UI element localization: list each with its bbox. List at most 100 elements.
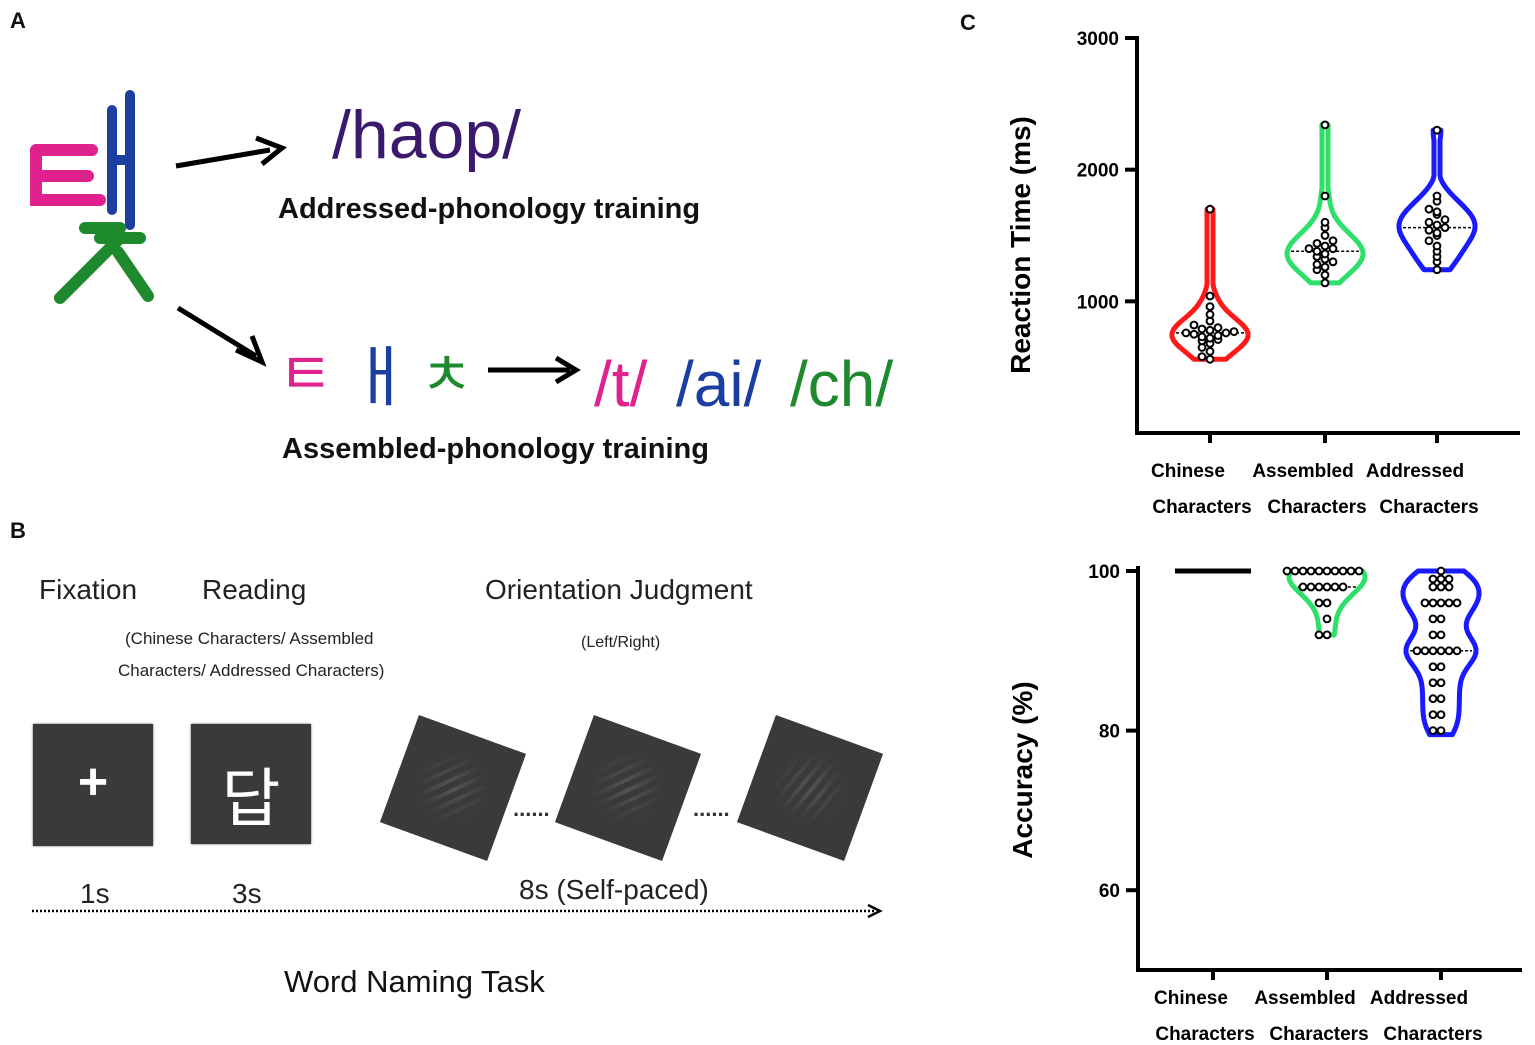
rt-point-1-8 bbox=[1320, 249, 1330, 259]
acc-point-2-10 bbox=[1420, 598, 1430, 608]
rt-ytick-label-2000: 2000 bbox=[1077, 161, 1119, 182]
addressed-phonology-text: /haop/ bbox=[332, 97, 521, 173]
phoneme-t: /t/ bbox=[594, 348, 648, 420]
acc-point-1-9 bbox=[1282, 566, 1292, 576]
gabor-patch-3 bbox=[725, 705, 895, 873]
rt-point-1-0 bbox=[1320, 278, 1330, 288]
acc-point-2-14 bbox=[1436, 630, 1446, 640]
acc-point-2-2 bbox=[1428, 574, 1438, 584]
acc-xtick-label-2-line2: Characters bbox=[1383, 1024, 1482, 1045]
rt-point-0-22 bbox=[1205, 204, 1215, 214]
acc-point-1-2 bbox=[1330, 566, 1340, 576]
acc-point-1-5 bbox=[1298, 566, 1308, 576]
acc-point-2-7 bbox=[1436, 598, 1446, 608]
acc-point-1-19 bbox=[1322, 630, 1332, 640]
jamo-ae: ㅐ bbox=[350, 339, 411, 416]
rt-point-2-17 bbox=[1432, 191, 1442, 201]
acc-point-2-29 bbox=[1428, 710, 1438, 720]
rt-point-2-12 bbox=[1440, 215, 1450, 225]
rt-point-2-15 bbox=[1424, 204, 1434, 214]
rt-ytick-label-3000: 3000 bbox=[1077, 29, 1119, 50]
rt-point-1-10 bbox=[1328, 244, 1338, 254]
acc-point-2-0 bbox=[1436, 566, 1446, 576]
acc-point-1-6 bbox=[1346, 566, 1356, 576]
acc-point-1-4 bbox=[1338, 566, 1348, 576]
acc-point-2-16 bbox=[1436, 646, 1446, 656]
acc-point-2-25 bbox=[1428, 678, 1438, 688]
gabor-patch-2 bbox=[548, 708, 708, 868]
rt-point-1-17 bbox=[1320, 217, 1330, 227]
acc-point-1-1 bbox=[1314, 566, 1324, 576]
rt-point-1-4 bbox=[1312, 260, 1322, 269]
acc-point-2-26 bbox=[1436, 694, 1446, 704]
rt-point-0-20 bbox=[1205, 302, 1215, 312]
addressed-caption: Addressed-phonology training bbox=[278, 193, 700, 225]
acc-ytick-label-80: 80 bbox=[1099, 722, 1120, 743]
fixation-cross: + bbox=[77, 753, 109, 811]
rt-xtick-label-0-line2: Characters bbox=[1152, 497, 1251, 518]
rt-point-1-5 bbox=[1328, 257, 1338, 267]
rt-point-0-11 bbox=[1221, 328, 1231, 338]
acc-point-1-16 bbox=[1322, 598, 1332, 608]
acc-point-1-13 bbox=[1306, 582, 1316, 592]
rt-point-2-7 bbox=[1432, 228, 1442, 238]
rt-ytick-label-1000: 1000 bbox=[1077, 292, 1119, 313]
acc-point-2-12 bbox=[1436, 614, 1446, 624]
task-caption: Word Naming Task bbox=[284, 964, 545, 999]
acc-point-2-23 bbox=[1428, 662, 1438, 672]
acc-ytick-label-100: 100 bbox=[1088, 562, 1120, 583]
rt-point-0-15 bbox=[1197, 324, 1207, 334]
gabor-sequence: ...... ...... bbox=[373, 705, 895, 873]
rt-point-1-9 bbox=[1312, 246, 1322, 256]
acc-point-2-31 bbox=[1428, 726, 1438, 736]
acc-point-2-18 bbox=[1444, 646, 1454, 656]
rt-point-0-17 bbox=[1189, 320, 1199, 330]
acc-point-1-8 bbox=[1354, 566, 1364, 576]
rt-xtick-label-1-line1: Assembled bbox=[1252, 461, 1353, 482]
rt-point-1-18 bbox=[1320, 191, 1330, 201]
arrow-to-phonemes bbox=[488, 355, 581, 385]
acc-point-1-15 bbox=[1298, 582, 1308, 592]
reading-note-line1: (Chinese Characters/ Assembled bbox=[125, 629, 374, 648]
ellipsis-1: ...... bbox=[513, 796, 550, 821]
acc-xtick-label-0-line1: Chinese bbox=[1154, 988, 1228, 1009]
korean-syllable-graphic bbox=[30, 90, 154, 304]
panel-label-c: C bbox=[960, 10, 976, 35]
rt-point-0-8 bbox=[1197, 332, 1207, 342]
rt-point-0-0 bbox=[1205, 354, 1215, 364]
acc-point-1-17 bbox=[1314, 598, 1324, 608]
rt-point-0-13 bbox=[1229, 327, 1239, 337]
rt-xtick-label-2-line2: Characters bbox=[1379, 497, 1478, 518]
phoneme-ai: /ai/ bbox=[676, 348, 762, 420]
rt-point-1-19 bbox=[1320, 120, 1330, 130]
rt-point-0-2 bbox=[1205, 346, 1215, 356]
gabor-patch-1 bbox=[373, 708, 533, 868]
stage-fixation: Fixation bbox=[39, 574, 138, 605]
acc-point-2-9 bbox=[1444, 598, 1454, 608]
acc-point-1-3 bbox=[1306, 566, 1316, 576]
rt-point-1-11 bbox=[1304, 244, 1314, 254]
acc-point-2-30 bbox=[1436, 726, 1446, 736]
acc-point-2-13 bbox=[1428, 614, 1438, 624]
acc-ytick-label-60: 60 bbox=[1099, 881, 1120, 902]
acc-point-1-10 bbox=[1322, 582, 1332, 592]
acc-point-1-11 bbox=[1314, 582, 1324, 592]
acc-xtick-label-1-line1: Assembled bbox=[1254, 988, 1355, 1009]
acc-point-2-20 bbox=[1452, 646, 1462, 656]
acc-point-1-0 bbox=[1322, 566, 1332, 576]
acc-violin-2 bbox=[1400, 568, 1482, 738]
acc-point-1-12 bbox=[1330, 582, 1340, 592]
acc-ylabel: Accuracy (%) bbox=[1007, 681, 1038, 858]
acc-point-2-1 bbox=[1436, 574, 1446, 584]
rt-point-0-12 bbox=[1181, 328, 1191, 338]
rt-point-2-5 bbox=[1424, 236, 1434, 246]
jamo-t: ㅌ bbox=[278, 340, 333, 410]
acc-point-1-7 bbox=[1290, 566, 1300, 576]
arrow-to-assembled bbox=[176, 305, 267, 367]
rt-point-0-19 bbox=[1205, 310, 1215, 319]
acc-point-2-28 bbox=[1436, 710, 1446, 720]
acc-point-2-4 bbox=[1436, 582, 1446, 592]
rt-point-1-1 bbox=[1320, 270, 1330, 280]
